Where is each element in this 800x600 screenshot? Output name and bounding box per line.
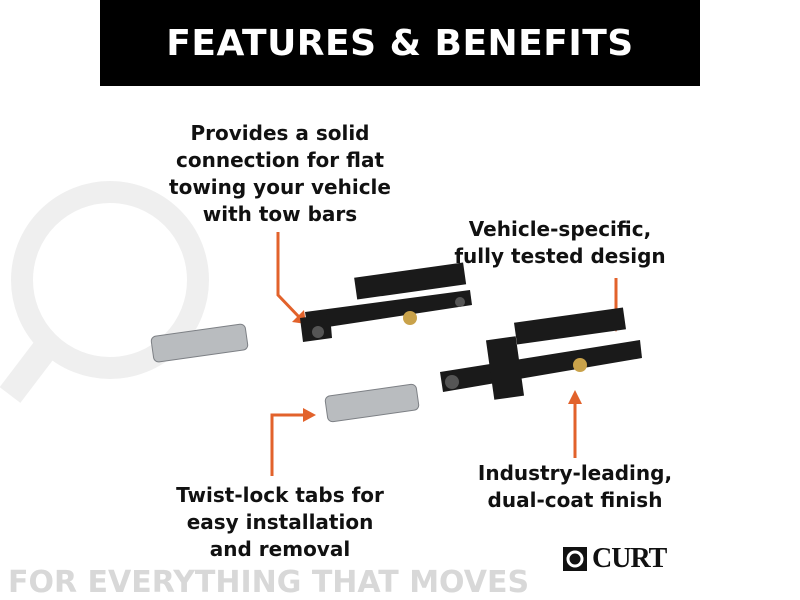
callout-finish: Industry-leading, dual-coat finish [455,460,695,514]
callout-line: Vehicle-specific, [468,217,652,241]
callout-twist-lock: Twist-lock tabs for easy installation an… [160,482,400,563]
callout-line: easy installation [186,510,374,534]
bolt [403,311,587,372]
curt-logo: CURT [562,543,667,575]
watermark-tagline: FOR EVERYTHING THAT MOVES [8,565,530,600]
callout-line: dual-coat finish [487,488,663,512]
callout-line: connection for flat [176,148,384,172]
callout-line: and removal [209,537,351,561]
curt-emblem-icon [563,547,587,571]
twist-lock-tab [150,323,420,423]
page-title: FEATURES & BENEFITS [100,0,700,86]
arrowhead [303,408,316,422]
callout-vehicle-specific: Vehicle-specific, fully tested design [440,216,680,270]
brand-name: CURT [592,543,667,574]
watermark-magnifier-handle [0,337,59,403]
arrow-twist-lock [270,413,305,476]
callout-line: Industry-leading, [477,461,673,485]
arrowhead [568,390,582,404]
callout-line: fully tested design [454,244,666,268]
callout-line: towing your vehicle [169,175,391,199]
watermark-magnifier-icon [11,181,209,379]
bracket [300,262,472,342]
bracket [440,307,642,400]
callout-line: Twist-lock tabs for [176,483,384,507]
arrow-solid-connection [276,232,302,320]
callout-line: with tow bars [202,202,358,226]
callout-line: Provides a solid [190,121,370,145]
callout-solid-connection: Provides a solid connection for flat tow… [160,120,400,228]
